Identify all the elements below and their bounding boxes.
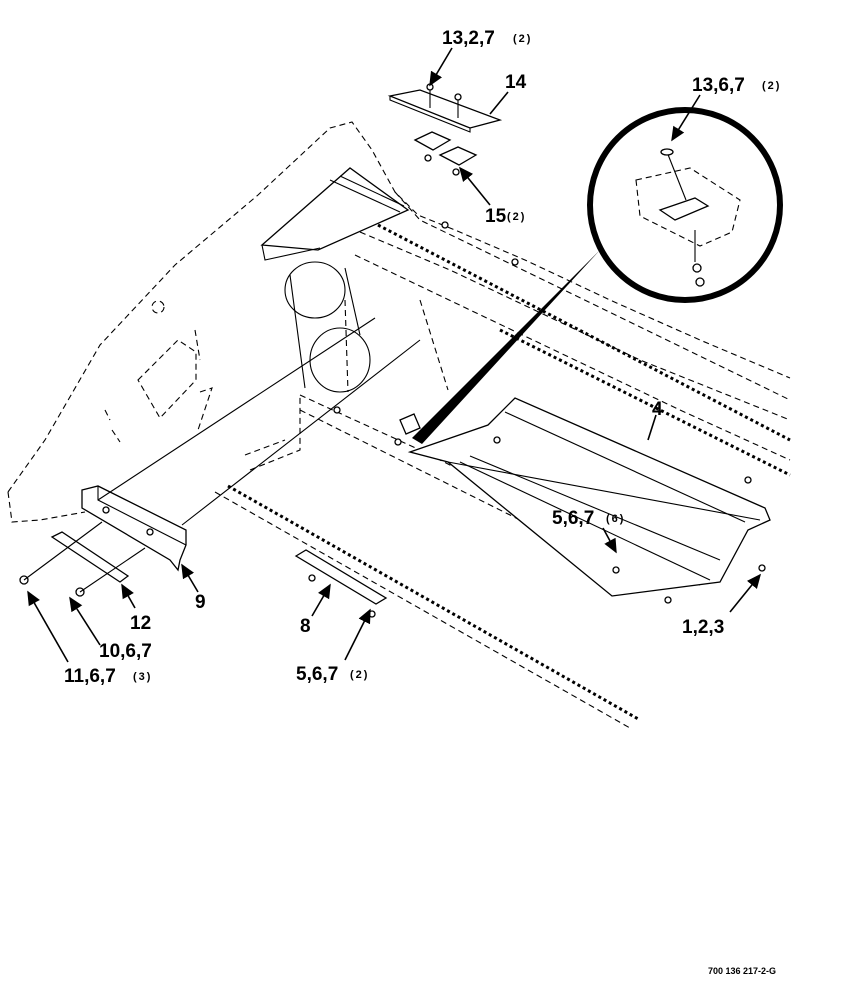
- callout-14: 14: [505, 72, 527, 93]
- callout-13-2-7: 13,2,7: [442, 28, 495, 49]
- callout-13-6-7-qty: (2): [762, 80, 781, 92]
- callout-12: 12: [130, 613, 151, 634]
- callout-9: 9: [195, 592, 206, 613]
- part-4-shroud: [407, 397, 771, 597]
- callout-1-2-3: 1,2,3: [682, 617, 724, 638]
- drum-opening: [284, 261, 371, 393]
- callout-15: 15: [485, 206, 507, 227]
- part-9-shield: [81, 317, 421, 572]
- callout-5-6-7-2-qty: (2): [350, 669, 369, 681]
- part-15-clips: [413, 131, 478, 176]
- callout-4: 4: [652, 399, 663, 420]
- frame-fasteners: [333, 221, 766, 604]
- part-8-strip: [294, 549, 388, 618]
- callout-11-6-7-qty: (3): [133, 671, 152, 683]
- hole-row-lower: [214, 484, 641, 729]
- callout-5-6-7-6: 5,6,7: [552, 508, 594, 529]
- leader-arrows: [27, 47, 762, 663]
- part-12-strip: [19, 521, 146, 597]
- callout-11-6-7: 11,6,7: [64, 666, 116, 687]
- detail-magnifier: [412, 107, 783, 444]
- callout-13-6-7: 13,6,7: [692, 75, 745, 96]
- callout-10-6-7: 10,6,7: [99, 641, 152, 662]
- hole-row-upper: [377, 223, 791, 477]
- callout-8: 8: [300, 616, 311, 637]
- figure-reference: 700 136 217-2-G: [708, 966, 776, 976]
- callout-5-6-7-6-qty: (6): [606, 513, 625, 525]
- callout-15-qty: (2): [507, 211, 526, 223]
- top-bracket: [260, 167, 410, 261]
- callout-13-2-7-qty: (2): [513, 33, 532, 45]
- callout-5-6-7-2: 5,6,7: [296, 664, 338, 685]
- part-14-plate: [387, 83, 503, 133]
